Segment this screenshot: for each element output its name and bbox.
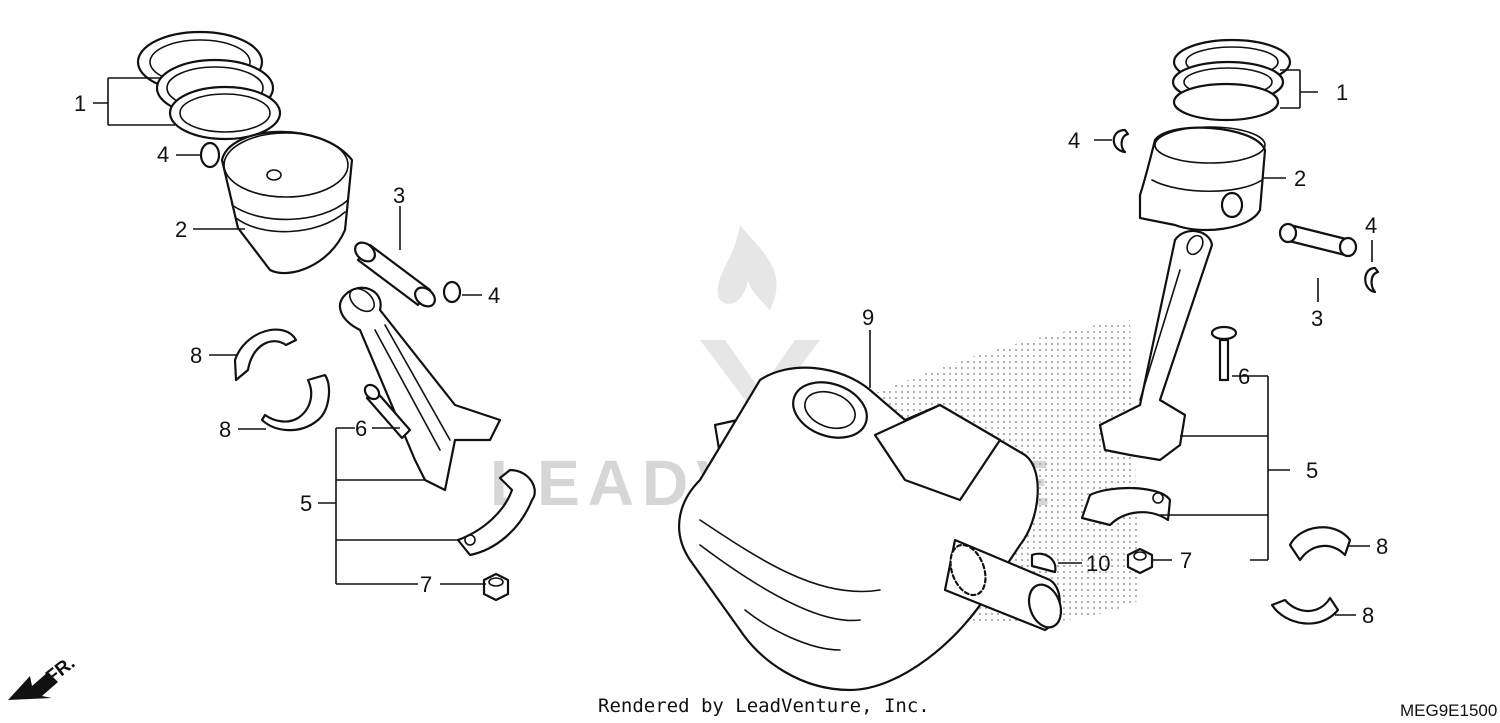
callout-right-bearing-upper: 8 [1376, 534, 1388, 559]
rod-bolt-right [1210, 325, 1238, 382]
callout-left-piston-rings: 1 [74, 91, 86, 116]
callout-right-connecting-rod: 5 [1306, 458, 1318, 483]
rod-bearing-left-lower [260, 373, 331, 432]
callout-left-bearing-upper: 8 [190, 343, 202, 368]
piston-rings-left [136, 30, 282, 141]
callout-right-clip-lower: 4 [1365, 213, 1377, 238]
rod-cap-left [456, 468, 536, 557]
callout-right-piston: 2 [1294, 166, 1306, 191]
piston-pin-clip-left-top [199, 141, 221, 169]
rod-bolt-left [363, 383, 412, 440]
piston-pin-clip-right [1364, 266, 1380, 294]
leaders-left [93, 77, 486, 585]
front-direction-arrow: FR. [8, 653, 79, 700]
piston-right [1138, 126, 1267, 232]
piston-rings-right [1171, 38, 1292, 122]
callout-left-piston: 2 [175, 217, 187, 242]
rod-nut-left [482, 572, 510, 602]
rod-bearing-right-upper [1288, 526, 1352, 562]
piston-pin-clip-left [442, 280, 462, 304]
diagram-code: MEG9E1500 [1400, 701, 1497, 720]
footer-credit: Rendered by LeadVenture, Inc. [598, 695, 930, 717]
connecting-rod-right [1098, 229, 1214, 462]
rod-cap-right [1080, 487, 1172, 527]
callout-left-clip-lower: 4 [488, 283, 500, 308]
piston-pin-left [354, 241, 436, 308]
rod-bearing-left-upper [233, 328, 298, 382]
piston-left [220, 130, 354, 275]
piston-pin-right [1278, 222, 1358, 258]
callout-right-piston-rings: 1 [1336, 80, 1348, 105]
callout-left-rod-bolt: 6 [355, 416, 367, 441]
callout-left-connecting-rod: 5 [300, 491, 312, 516]
piston-pin-clip-right-top [1112, 128, 1130, 154]
leaders-right [1094, 69, 1373, 616]
rod-nut-right [1126, 547, 1154, 575]
rod-bearing-right-lower [1270, 596, 1340, 625]
callout-right-rod-bolt: 6 [1238, 364, 1250, 389]
connecting-rod-left [338, 286, 502, 492]
crankshaft [678, 366, 1063, 692]
callout-left-bearing-lower: 8 [219, 417, 231, 442]
callout-right-clip-upper: 4 [1068, 128, 1080, 153]
callout-left-rod-nut: 7 [420, 572, 432, 597]
callout-right-rod-nut: 7 [1180, 548, 1192, 573]
callout-right-bearing-lower: 8 [1362, 603, 1374, 628]
callout-right-piston-pin: 3 [1311, 306, 1323, 331]
callout-left-piston-pin: 3 [393, 183, 405, 208]
callout-woodruff-key: 10 [1086, 551, 1110, 576]
callout-crankshaft: 9 [862, 305, 874, 330]
woodruff-key [1030, 552, 1057, 574]
callout-left-clip-upper: 4 [157, 142, 169, 167]
leaders-center [869, 330, 1082, 564]
